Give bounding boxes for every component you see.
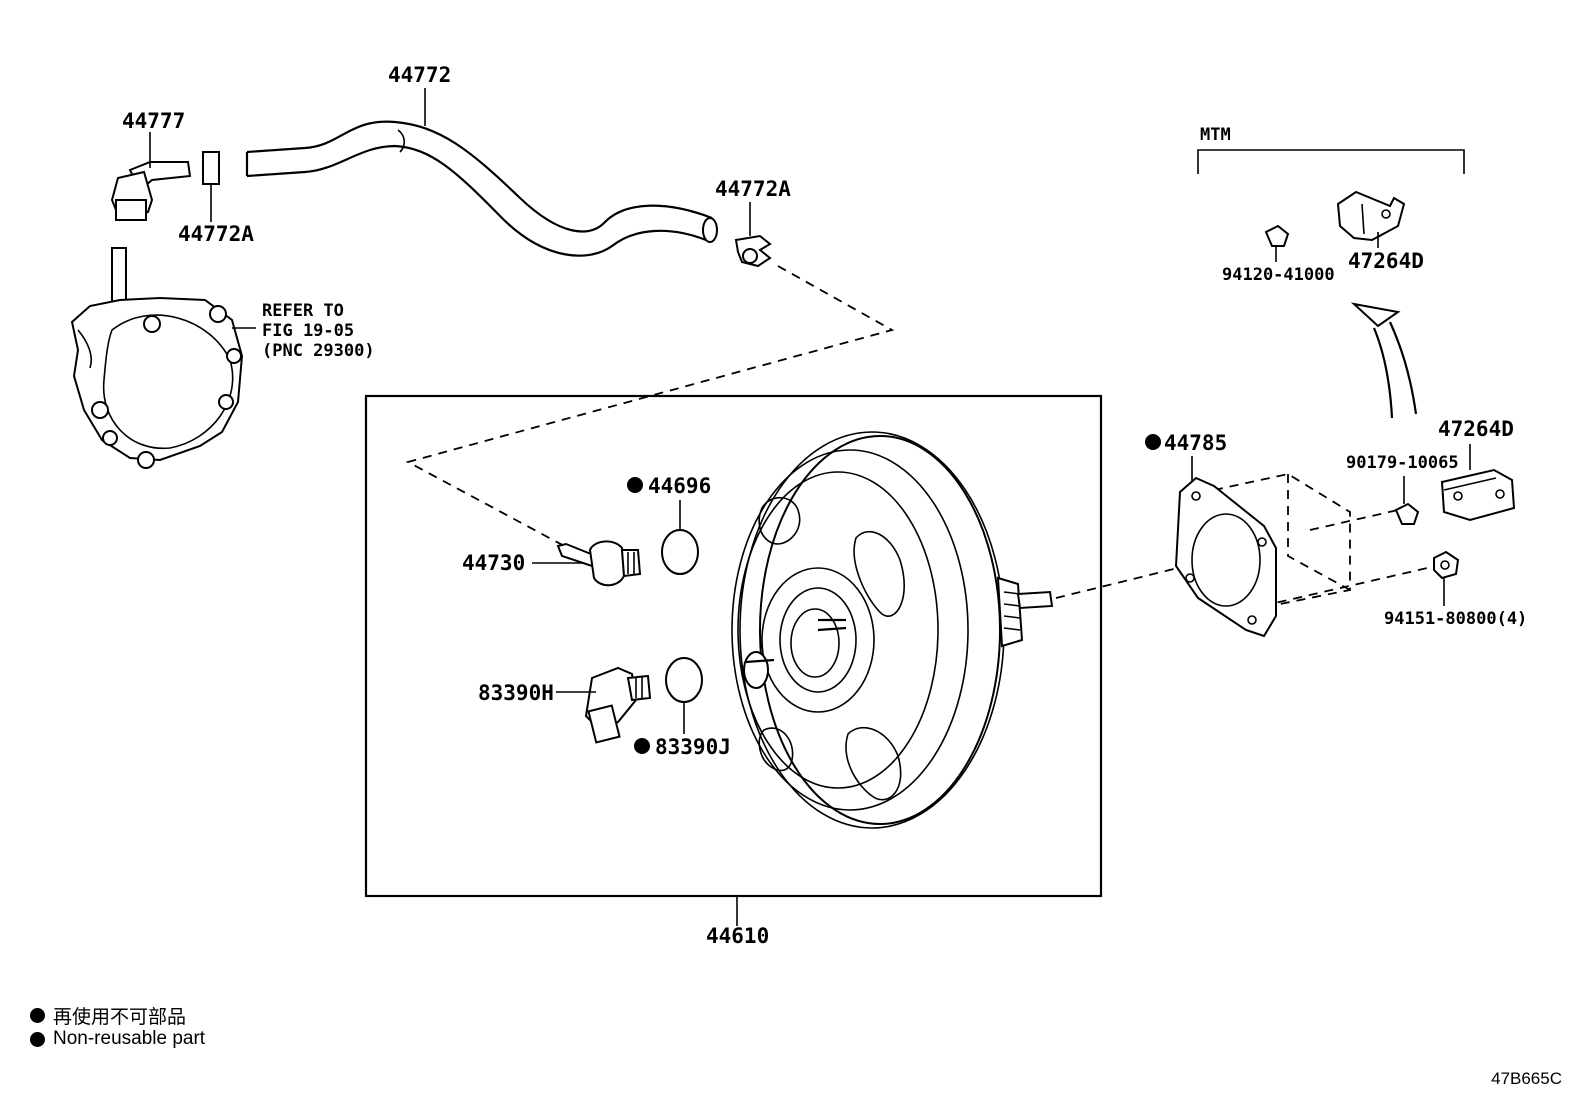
non-reusable-dot-44785 [1145, 434, 1161, 450]
routing-dashed-line [405, 265, 895, 549]
label-44730: 44730 [462, 551, 525, 575]
label-47264D-top: 47264D [1348, 249, 1424, 273]
label-44696: 44696 [648, 474, 711, 498]
non-reusable-dot-83390J [634, 738, 650, 754]
label-44785: 44785 [1164, 431, 1227, 455]
legend-dot-icon [30, 1008, 45, 1023]
label-44772A-left: 44772A [178, 222, 254, 246]
label-94151: 94151-80800(4) [1384, 609, 1527, 629]
nut-94120 [1264, 224, 1290, 247]
drawing-id: 47B665C [1491, 1069, 1562, 1088]
legend-text-japanese: 再使用不可部品 [53, 1007, 187, 1028]
clip-44772A-left [202, 151, 220, 185]
non-reusable-dot-44696 [627, 477, 643, 493]
label-44610: 44610 [706, 924, 769, 948]
curved-arrow [1350, 302, 1418, 419]
refer-line-2: FIG 19-05 [262, 321, 354, 341]
bracket-47264D-top [1336, 190, 1406, 242]
bracket-47264D-right [1440, 468, 1516, 522]
nut-90179 [1394, 502, 1420, 525]
refer-line-3: (PNC 29300) [262, 341, 375, 361]
clip-44772A-right [734, 234, 772, 268]
vacuum-pump [70, 247, 244, 469]
refer-line-1: REFER TO [262, 301, 344, 321]
gasket-44785 [1174, 476, 1277, 638]
fitting-44730 [556, 540, 642, 587]
grommet-83390J [665, 657, 703, 703]
legend-row-japanese: 再使用不可部品 [30, 1002, 186, 1029]
label-90179: 90179-10065 [1346, 453, 1459, 473]
nut-dashed-line [1261, 565, 1437, 607]
legend-text-english: Non-reusable part [53, 1028, 206, 1049]
label-44777: 44777 [122, 109, 185, 133]
label-44772A-right: 44772A [715, 177, 791, 201]
mtm-bracket-line [1197, 149, 1465, 174]
legend-dot-icon [30, 1031, 45, 1047]
label-mtm: MTM [1200, 125, 1231, 145]
check-valve-44777 [110, 132, 192, 222]
nut-94151 [1433, 550, 1460, 580]
legend-row-english: Non-reusable part [30, 1028, 205, 1050]
vacuum-hose-44772 [245, 120, 718, 257]
label-94120: 94120-41000 [1222, 265, 1335, 285]
brake-booster [731, 431, 1054, 829]
label-83390J: 83390J [655, 735, 731, 759]
sensor-83390H [584, 666, 652, 744]
assembly-box-44610 [364, 394, 1103, 898]
label-83390H: 83390H [478, 681, 554, 705]
rod-dashed-line [1055, 563, 1195, 599]
label-47264D-right: 47264D [1438, 417, 1514, 441]
label-44772: 44772 [388, 63, 451, 87]
bracket-dashed-line [1309, 509, 1399, 531]
grommet-44696 [661, 529, 699, 575]
